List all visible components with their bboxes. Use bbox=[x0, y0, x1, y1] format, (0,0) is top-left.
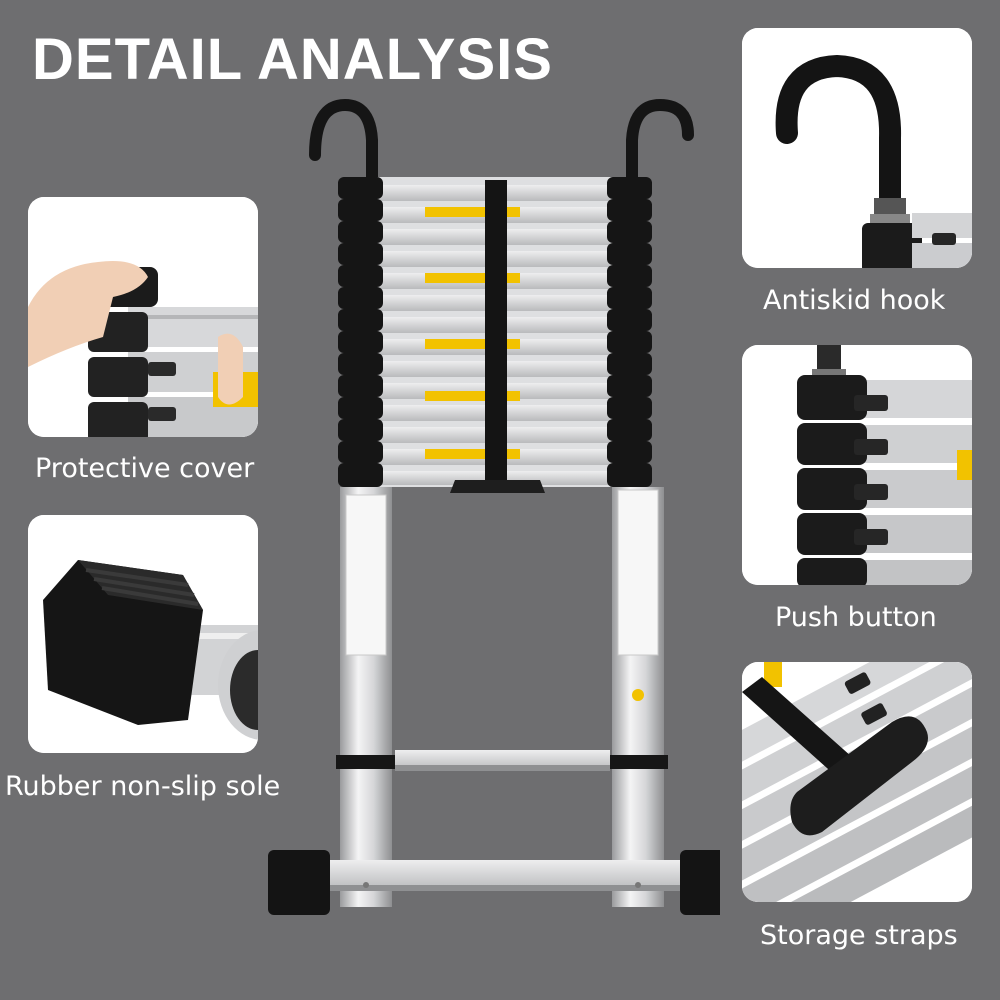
rubber-sole-caption: Rubber non-slip sole bbox=[5, 771, 281, 802]
center-strap bbox=[485, 180, 507, 485]
push-button-caption: Push button bbox=[775, 602, 937, 633]
antiskid-hook-image bbox=[742, 28, 972, 268]
rubber-sole-image bbox=[28, 515, 258, 753]
protective-cover-illustration bbox=[28, 197, 258, 437]
push-button-image bbox=[742, 345, 972, 585]
right-foot bbox=[680, 850, 720, 915]
protective-cover-caption: Protective cover bbox=[35, 453, 255, 484]
storage-straps-caption: Storage straps bbox=[760, 920, 958, 951]
push-button-illustration bbox=[742, 345, 972, 585]
right-hook bbox=[626, 98, 694, 186]
left-foot bbox=[268, 850, 330, 915]
telescopic-ladder bbox=[268, 98, 720, 915]
strap-handle bbox=[450, 480, 545, 493]
left-joint-stack bbox=[338, 177, 383, 487]
antiskid-hook-caption: Antiskid hook bbox=[763, 285, 946, 316]
antiskid-hook-illustration bbox=[742, 28, 972, 268]
left-hook bbox=[309, 98, 378, 186]
storage-straps-illustration bbox=[742, 662, 972, 902]
storage-straps-image bbox=[742, 662, 972, 902]
page-title: DETAIL ANALYSIS bbox=[32, 27, 553, 92]
right-joint-stack bbox=[607, 177, 652, 487]
rubber-sole-illustration bbox=[28, 515, 258, 753]
protective-cover-image bbox=[28, 197, 258, 437]
